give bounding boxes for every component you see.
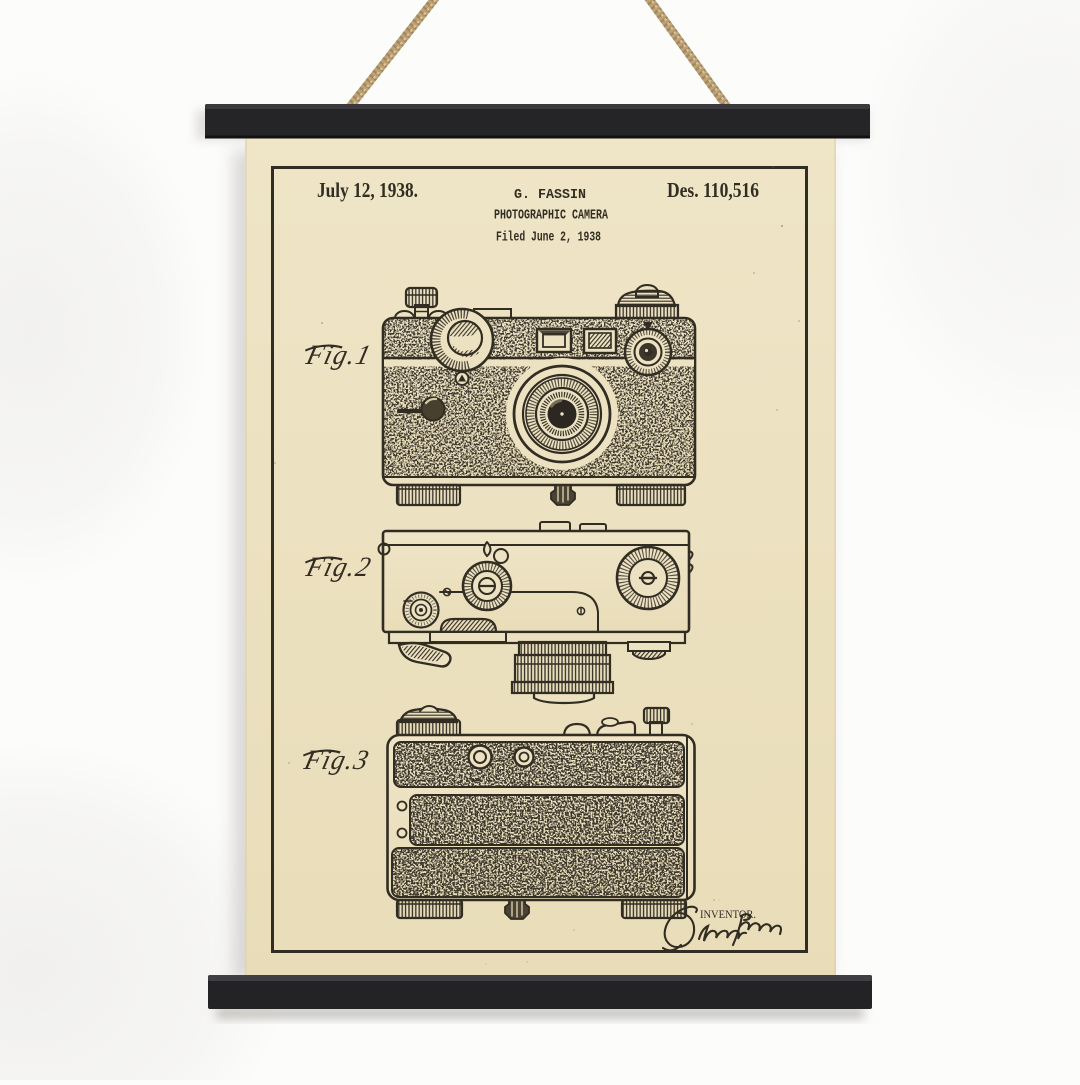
svg-text:Fig.1: Fig.1 (302, 340, 375, 371)
svg-text:July 12, 1938.: July 12, 1938. (317, 178, 418, 202)
svg-text:Fig.2: Fig.2 (302, 552, 375, 583)
svg-text:Filed June 2, 1938: Filed June 2, 1938 (496, 230, 601, 246)
svg-text:Des. 110,516: Des. 110,516 (667, 178, 759, 202)
svg-text:G. FASSIN: G. FASSIN (514, 187, 586, 203)
svg-text:Fig.3: Fig.3 (300, 745, 373, 776)
svg-text:PHOTOGRAPHIC CAMERA: PHOTOGRAPHIC CAMERA (494, 208, 608, 224)
